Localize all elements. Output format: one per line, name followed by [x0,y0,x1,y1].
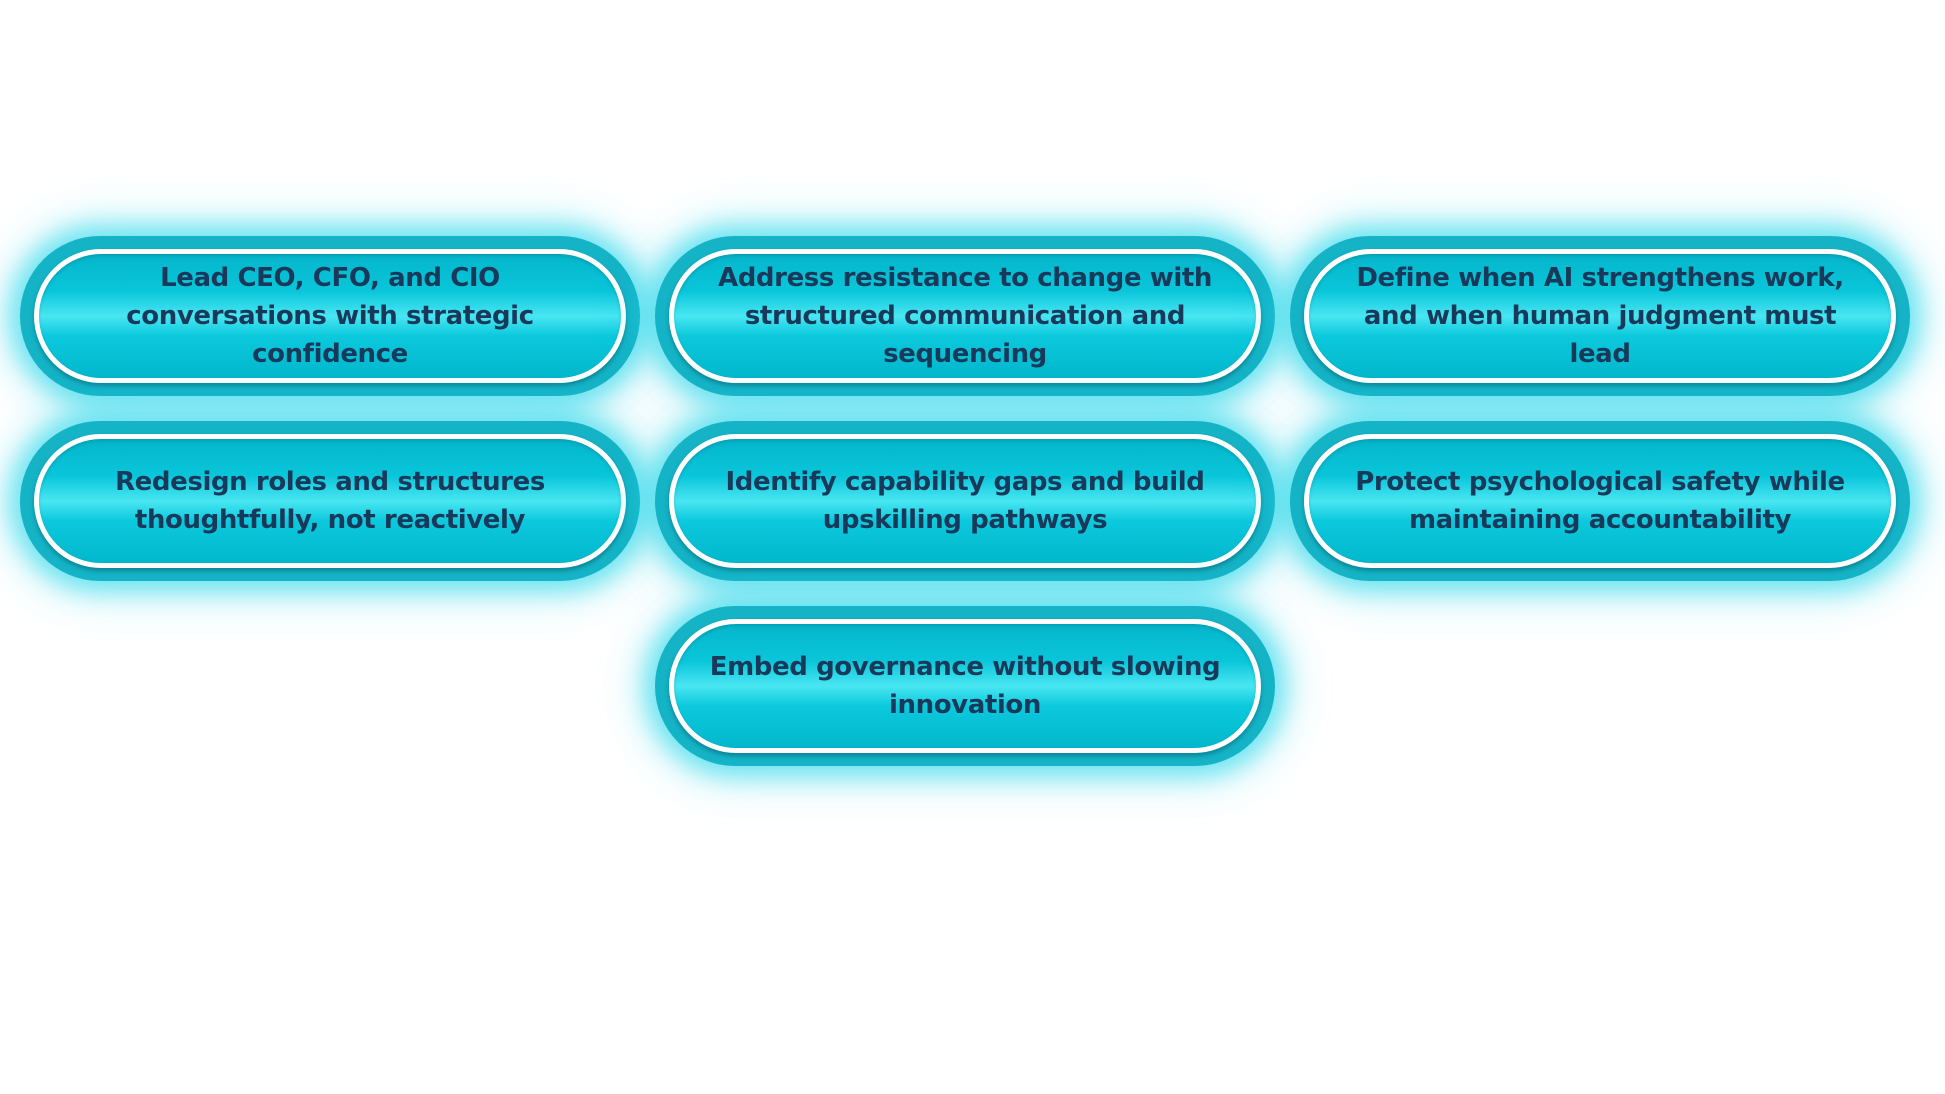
pill-address-resistance: Address resistance to change with struct… [655,236,1275,396]
pill-redesign-roles: Redesign roles and structures thoughtful… [20,421,640,581]
pill-inner: Identify capability gaps and build upski… [669,434,1261,568]
pill-inner: Define when AI strengthens work, and whe… [1304,249,1896,383]
pill-label: Lead CEO, CFO, and CIO conversations wit… [126,263,534,369]
pill-label: Embed governance without slowing innovat… [709,652,1221,720]
pill-lead-conversations: Lead CEO, CFO, and CIO conversations wit… [20,236,640,396]
pill-label: Redesign roles and structures thoughtful… [115,467,545,535]
pill-inner: Address resistance to change with struct… [669,249,1261,383]
pill-inner: Redesign roles and structures thoughtful… [34,434,626,568]
pill-label: Identify capability gaps and build upski… [725,467,1205,535]
pill-inner: Embed governance without slowing innovat… [669,619,1261,753]
pill-inner: Protect psychological safety while maint… [1304,434,1896,568]
pill-label: Address resistance to change with struct… [718,263,1212,369]
pill-psychological-safety: Protect psychological safety while maint… [1290,421,1910,581]
pill-label: Protect psychological safety while maint… [1355,467,1845,535]
pill-inner: Lead CEO, CFO, and CIO conversations wit… [34,249,626,383]
pill-capability-gaps: Identify capability gaps and build upski… [655,421,1275,581]
pill-label: Define when AI strengthens work, and whe… [1356,263,1844,369]
pill-define-ai: Define when AI strengthens work, and whe… [1290,236,1910,396]
pill-embed-governance: Embed governance without slowing innovat… [655,606,1275,766]
